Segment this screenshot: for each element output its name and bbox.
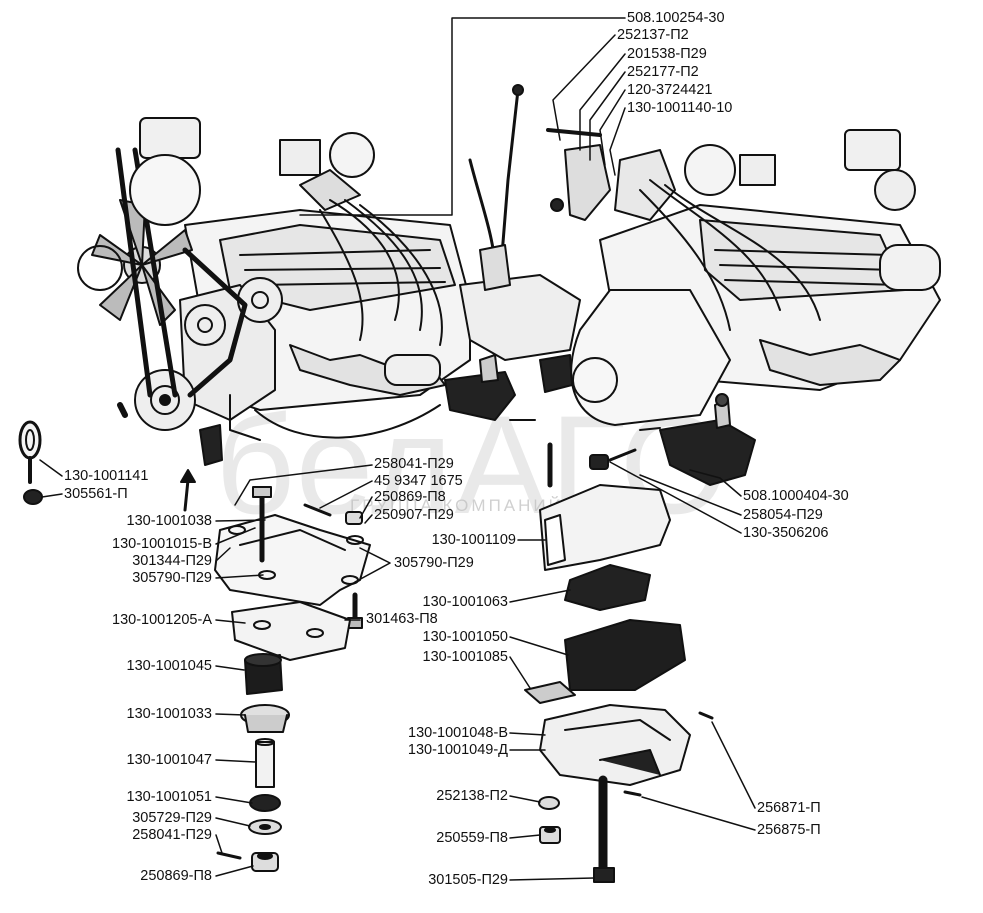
label-130-1001047: 130-1001047 bbox=[126, 752, 212, 768]
label-130-1001141: 130-1001141 bbox=[64, 468, 149, 484]
label-130-1001109: 130-1001109 bbox=[431, 532, 516, 548]
left-mount-stack bbox=[214, 486, 371, 872]
label-250907-p29: 250907-П29 bbox=[374, 507, 454, 523]
label-130-3506206: 130-3506206 bbox=[743, 525, 829, 541]
label-258054-p29: 258054-П29 bbox=[743, 507, 823, 523]
label-45-9347-1675: 45 9347 1675 bbox=[374, 473, 463, 489]
label-120-3724421: 120-3724421 bbox=[627, 82, 713, 98]
label-250869-p8-top: 250869-П8 bbox=[374, 489, 446, 505]
label-130-1001033: 130-1001033 bbox=[126, 706, 212, 722]
label-258041-p29-top: 258041-П29 bbox=[374, 456, 454, 472]
label-258041-p29-bottom: 258041-П29 bbox=[132, 827, 212, 843]
left-engine-drawing bbox=[77, 117, 471, 466]
label-250559-p8: 250559-П8 bbox=[436, 830, 508, 846]
label-130-1001085: 130-1001085 bbox=[422, 649, 508, 665]
label-252177-p2: 252177-П2 bbox=[627, 64, 699, 80]
label-305790-p29-right: 305790-П29 bbox=[394, 555, 474, 571]
label-130-1001038: 130-1001038 bbox=[126, 513, 212, 529]
right-mount-stack bbox=[524, 442, 714, 883]
label-301344-p29: 301344-П29 bbox=[132, 553, 212, 569]
label-130-1001205-a: 130-1001205-А bbox=[112, 612, 212, 628]
label-301505-p29: 301505-П29 bbox=[428, 872, 508, 888]
label-256871-p: 256871-П bbox=[757, 800, 821, 816]
label-252138-p2: 252138-П2 bbox=[436, 788, 508, 804]
label-130-1001049-d: 130-1001049-Д bbox=[407, 742, 508, 758]
right-engine-drawing bbox=[546, 128, 941, 486]
label-130-1001140-10: 130-1001140-10 bbox=[627, 100, 733, 116]
label-130-1001050: 130-1001050 bbox=[422, 629, 508, 645]
label-508-1000404-30: 508.1000404-30 bbox=[743, 488, 849, 504]
label-250869-p8-bottom: 250869-П8 bbox=[140, 868, 212, 884]
label-305790-p29-left: 305790-П29 bbox=[132, 570, 212, 586]
label-305561-p: 305561-П bbox=[64, 486, 128, 502]
label-252137-p2: 252137-П2 bbox=[617, 27, 689, 43]
label-508-100254-30: 508.100254-30 bbox=[627, 10, 725, 26]
label-256875-p: 256875-П bbox=[757, 822, 821, 838]
label-130-1001063: 130-1001063 bbox=[422, 594, 508, 610]
transmission-drawing bbox=[444, 84, 581, 421]
label-305729-p29: 305729-П29 bbox=[132, 810, 212, 826]
watermark-tagline: ГРУППА КОМПАНИЙ bbox=[350, 496, 564, 515]
label-130-1001015-v: 130-1001015-В bbox=[112, 536, 212, 552]
label-130-1001051: 130-1001051 bbox=[126, 789, 212, 805]
label-301463-p8: 301463-П8 bbox=[366, 611, 438, 627]
label-130-1001045: 130-1001045 bbox=[126, 658, 212, 674]
label-130-1001048-v: 130-1001048-В bbox=[408, 725, 508, 741]
label-201538-p29: 201538-П29 bbox=[627, 46, 707, 62]
lifting-eye-part bbox=[18, 420, 43, 505]
leader-lines bbox=[39, 17, 756, 881]
